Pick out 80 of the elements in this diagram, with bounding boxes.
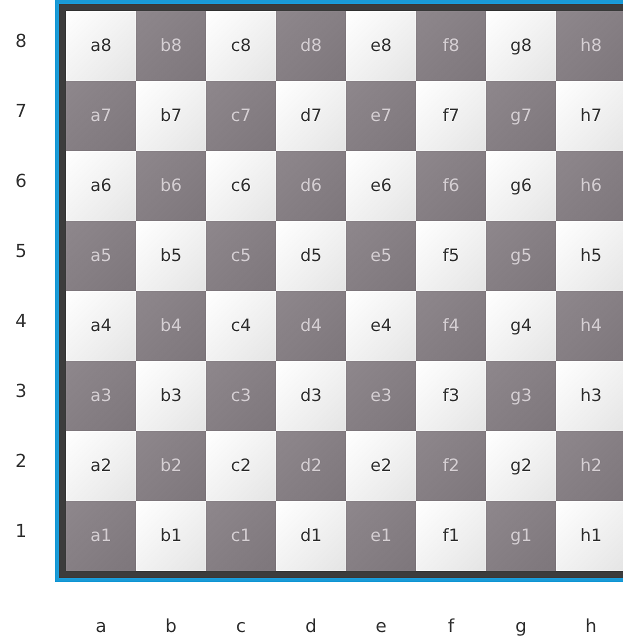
rank-label: 4 [14, 311, 28, 332]
board-square: d1 [276, 501, 346, 571]
board-square: d8 [276, 11, 346, 81]
board-square: h1 [556, 501, 623, 571]
board-square: a4 [66, 291, 136, 361]
board-square: h3 [556, 361, 623, 431]
board-square: h5 [556, 221, 623, 291]
board-square: d7 [276, 81, 346, 151]
board-square: b1 [136, 501, 206, 571]
board-square: b8 [136, 11, 206, 81]
file-label: d [304, 616, 318, 637]
board-square: a8 [66, 11, 136, 81]
board-square: e3 [346, 361, 416, 431]
rank-label: 1 [14, 521, 28, 542]
board-square: a3 [66, 361, 136, 431]
file-label: f [446, 616, 456, 637]
board-square: d6 [276, 151, 346, 221]
board-square: c3 [206, 361, 276, 431]
board-square: h4 [556, 291, 623, 361]
board-square: b7 [136, 81, 206, 151]
board-square: a5 [66, 221, 136, 291]
board-square: g6 [486, 151, 556, 221]
board-square: f5 [416, 221, 486, 291]
file-label: h [584, 616, 598, 637]
board-square: b4 [136, 291, 206, 361]
board-square: f3 [416, 361, 486, 431]
board-square: f1 [416, 501, 486, 571]
board-square: c5 [206, 221, 276, 291]
board-square: a6 [66, 151, 136, 221]
board-square: e5 [346, 221, 416, 291]
board-square: h7 [556, 81, 623, 151]
file-label: e [374, 616, 388, 637]
board-square: h8 [556, 11, 623, 81]
board-square: g1 [486, 501, 556, 571]
board-square: h2 [556, 431, 623, 501]
board-square: g3 [486, 361, 556, 431]
board-square: g4 [486, 291, 556, 361]
board-square: c2 [206, 431, 276, 501]
rank-label: 8 [14, 31, 28, 52]
rank-label: 3 [14, 381, 28, 402]
board-square: b5 [136, 221, 206, 291]
board-square: e6 [346, 151, 416, 221]
rank-label: 6 [14, 171, 28, 192]
board-square: g2 [486, 431, 556, 501]
file-label: a [94, 616, 108, 637]
board-square: a1 [66, 501, 136, 571]
board-square: f6 [416, 151, 486, 221]
board-square: g8 [486, 11, 556, 81]
board-square: d2 [276, 431, 346, 501]
board-square: f7 [416, 81, 486, 151]
board-square: c7 [206, 81, 276, 151]
board-square: b3 [136, 361, 206, 431]
board-square: c1 [206, 501, 276, 571]
board-square: e1 [346, 501, 416, 571]
board-square: d4 [276, 291, 346, 361]
board-square: d3 [276, 361, 346, 431]
board-square: g7 [486, 81, 556, 151]
board-square: c4 [206, 291, 276, 361]
board-square: d5 [276, 221, 346, 291]
board-square: g5 [486, 221, 556, 291]
board-square: b6 [136, 151, 206, 221]
board-square: e8 [346, 11, 416, 81]
board-square: e2 [346, 431, 416, 501]
rank-label: 7 [14, 101, 28, 122]
board-square: c6 [206, 151, 276, 221]
board-square: h6 [556, 151, 623, 221]
board-square: a7 [66, 81, 136, 151]
board-square: a2 [66, 431, 136, 501]
rank-label: 5 [14, 241, 28, 262]
board-square: f4 [416, 291, 486, 361]
file-label: b [164, 616, 178, 637]
board-square: f2 [416, 431, 486, 501]
board-square: e4 [346, 291, 416, 361]
board-square: f8 [416, 11, 486, 81]
board-square: b2 [136, 431, 206, 501]
board-square: c8 [206, 11, 276, 81]
board-square: e7 [346, 81, 416, 151]
file-label: c [235, 616, 247, 637]
file-label: g [514, 616, 528, 637]
rank-label: 2 [14, 451, 28, 472]
